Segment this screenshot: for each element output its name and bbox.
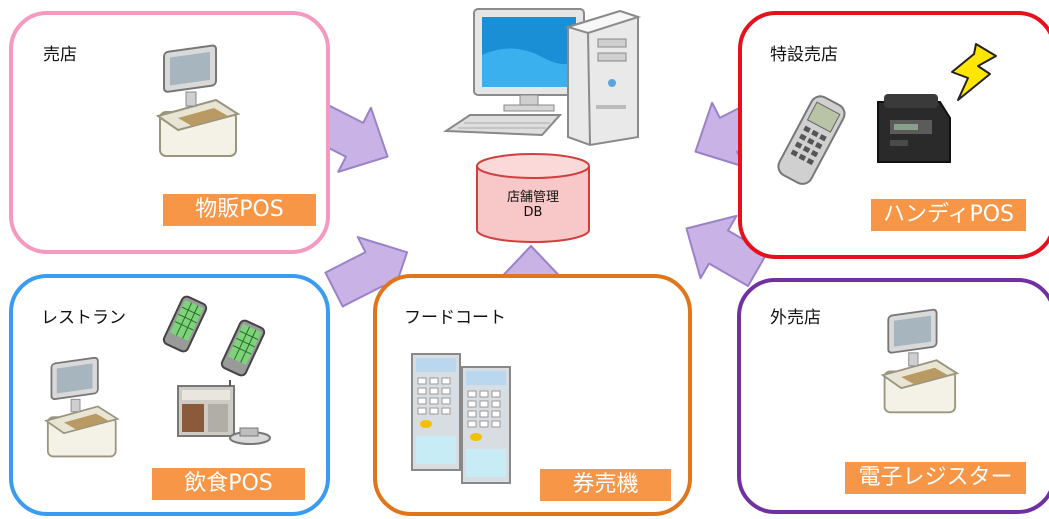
arrow-outside-to-center xyxy=(685,214,769,287)
ticket-machine-icon xyxy=(411,353,461,471)
ticket-machine-icon xyxy=(461,366,511,484)
panel-outside-title: 外売店 xyxy=(770,308,821,328)
order-handset-icon xyxy=(220,319,266,377)
panel-restaurant-tag: 飲食POS xyxy=(152,468,305,500)
panel-special-tag: ハンディPOS xyxy=(871,199,1026,231)
database-icon xyxy=(476,153,590,243)
panel-restaurant-title: レストラン xyxy=(41,308,126,328)
panel-special-title: 特設売店 xyxy=(770,45,838,65)
kitchen-printer-icon xyxy=(177,380,271,445)
handheld-terminal-icon xyxy=(777,95,846,185)
pos-register-icon xyxy=(44,356,120,458)
panel-shop-tag: 物販POS xyxy=(163,194,316,226)
database-label-line2: DB xyxy=(523,205,543,220)
database-label-line1: 店舗管理 xyxy=(506,190,559,205)
lightning-icon xyxy=(951,43,997,101)
pos-register-icon xyxy=(155,44,241,157)
panel-shop-title: 売店 xyxy=(43,45,77,65)
order-handset-icon xyxy=(162,295,208,353)
pos-register-icon xyxy=(880,308,960,414)
desktop-computer-icon xyxy=(442,8,642,147)
panel-outside-tag: 電子レジスター xyxy=(845,462,1026,494)
panel-foodcourt-title: フードコート xyxy=(404,308,506,328)
panel-foodcourt-tag: 券売機 xyxy=(540,469,671,501)
mobile-printer-icon xyxy=(877,94,951,163)
